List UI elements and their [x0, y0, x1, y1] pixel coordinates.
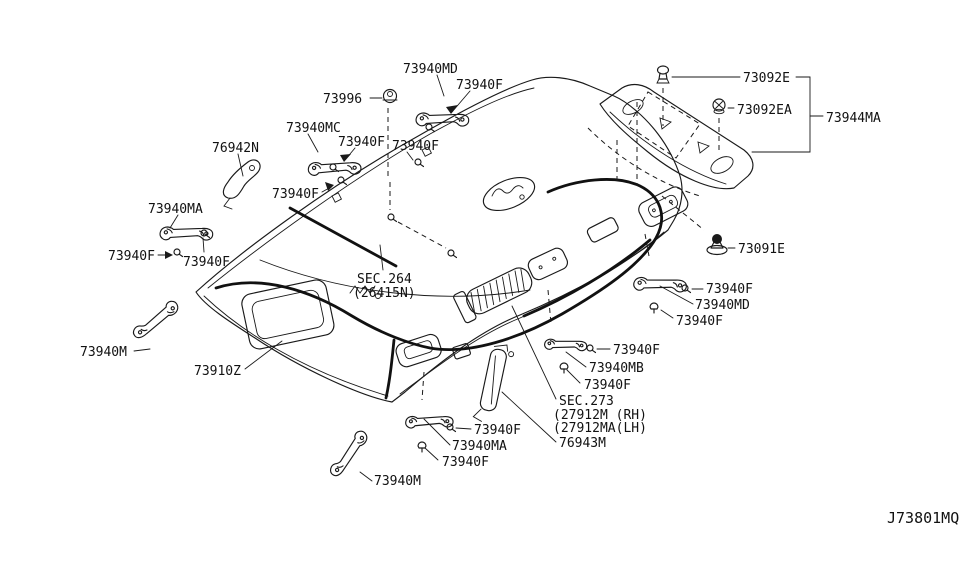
label-sec264-part: (26415N): [353, 286, 416, 301]
handle-73940m-bottom: [328, 425, 370, 483]
label-73910z: 73910Z: [194, 364, 241, 379]
label-73092e: 73092E: [743, 71, 790, 86]
screw-73940f: [559, 362, 569, 374]
label-76942n: 76942N: [212, 141, 259, 156]
label-73940ma-center: 73940MA: [452, 439, 507, 454]
handle-73940md-top: [414, 101, 471, 138]
label-73996: 73996: [323, 92, 362, 107]
coat-hook-76942n: [223, 160, 260, 209]
headlining-outline: [196, 77, 691, 402]
drawing-code: J73801MQ: [887, 509, 959, 527]
handle-73940ma-left: [158, 215, 215, 252]
locator-lines: [388, 88, 719, 400]
label-73940f: 73940F: [392, 139, 439, 154]
label-73940f: 73940F: [613, 343, 660, 358]
label-73940f: 73940F: [338, 135, 385, 150]
clip-73940f: [329, 163, 340, 173]
label-73940f: 73940F: [108, 249, 155, 264]
label-73940f: 73940F: [706, 282, 753, 297]
label-73091e: 73091E: [738, 242, 785, 257]
clip-73940f: [173, 248, 184, 258]
maplamp-opening: [479, 171, 540, 217]
label-73940f: 73940F: [442, 455, 489, 470]
label-73092ea: 73092EA: [737, 103, 792, 118]
label-73940md-top: 73940MD: [403, 62, 458, 77]
grommet-73092ea: [713, 99, 725, 114]
grip-76943m: [473, 341, 516, 425]
clip-73940f: [414, 158, 425, 168]
fasteners: [173, 66, 727, 453]
label-73940f: 73940F: [183, 255, 230, 270]
roof-clip: [447, 249, 458, 259]
label-73940md-right: 73940MD: [695, 298, 750, 313]
label-73940m-left: 73940M: [80, 345, 127, 360]
label-73940f: 73940F: [676, 314, 723, 329]
handle-73940m-left: [130, 292, 182, 348]
grommet-73091e: [707, 234, 727, 255]
part-labels: 73940MD 73940F 73996 73940MC 73940F 7394…: [80, 62, 959, 527]
label-sec264: SEC.264: [357, 272, 412, 287]
label-76943m: 76943M: [559, 436, 606, 451]
label-73940f: 73940F: [474, 423, 521, 438]
handle-pockets: [332, 147, 691, 369]
screw-73940f: [417, 441, 427, 453]
rear-finisher-panel: [588, 85, 753, 196]
handle-73940mb: [543, 331, 589, 359]
clip-73940f: [586, 344, 597, 354]
label-73940f: 73940F: [456, 78, 503, 93]
screw-73940f: [649, 302, 659, 314]
label-73940f: 73940F: [272, 187, 319, 202]
grommet-73996: [383, 90, 397, 103]
label-sec273: SEC.273: [559, 394, 614, 409]
label-73940f: 73940F: [584, 378, 631, 393]
label-73944ma: 73944MA: [826, 111, 881, 126]
label-73940ma-left: 73940MA: [148, 202, 203, 217]
label-73940mc: 73940MC: [286, 121, 341, 136]
handle-73940ma-center: [403, 405, 455, 439]
leader-lines: [134, 75, 823, 481]
clip-73092e: [657, 66, 669, 83]
roof-clip: [387, 213, 398, 223]
label-sec273-lh: (27912MA(LH): [553, 421, 647, 436]
sunshade-sec273: [453, 262, 537, 324]
label-sec273-rh: (27912M (RH): [553, 408, 647, 423]
label-73940mb: 73940MB: [589, 361, 644, 376]
label-73940m-bottom: 73940M: [374, 474, 421, 489]
roof-harness: [216, 179, 662, 398]
parts: [130, 101, 689, 483]
